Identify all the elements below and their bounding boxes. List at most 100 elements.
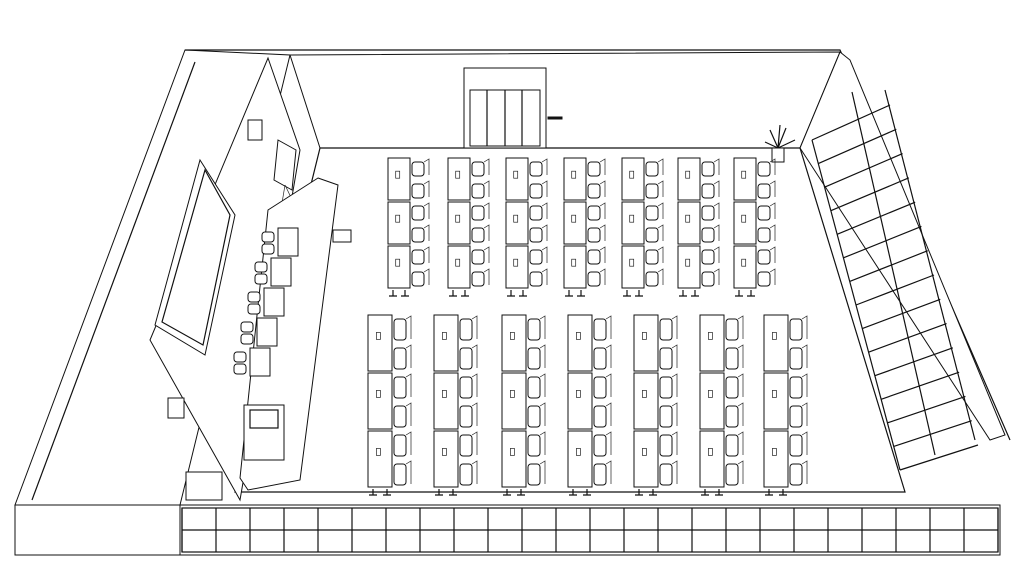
student-chair[interactable] (459, 434, 473, 457)
desk-monitor-icon[interactable] (376, 448, 381, 456)
chair-back[interactable] (605, 373, 612, 397)
student-chair[interactable] (529, 271, 543, 287)
student-chair[interactable] (527, 434, 541, 457)
chair-back[interactable] (769, 268, 776, 285)
desk-monitor-icon[interactable] (629, 170, 635, 179)
student-chair[interactable] (587, 205, 601, 221)
chair-back[interactable] (605, 315, 612, 339)
desk-legs[interactable] (565, 290, 585, 297)
chair-back[interactable] (471, 460, 478, 484)
desk-monitor-icon[interactable] (571, 214, 577, 223)
desk-monitor-icon[interactable] (629, 258, 635, 267)
chair-back[interactable] (769, 224, 776, 241)
chair-back[interactable] (539, 344, 546, 368)
student-chair[interactable] (757, 205, 771, 221)
front-chair[interactable] (254, 273, 268, 285)
student-chair[interactable] (587, 227, 601, 243)
desk-monitor-icon[interactable] (576, 332, 581, 340)
student-chair[interactable] (659, 463, 673, 486)
chair-back[interactable] (657, 268, 664, 285)
student-chair[interactable] (411, 227, 425, 243)
student-desk[interactable] (733, 157, 757, 201)
chair-back[interactable] (657, 202, 664, 219)
chair-back[interactable] (405, 315, 412, 339)
chair-back[interactable] (605, 344, 612, 368)
student-chair[interactable] (659, 376, 673, 399)
desk-monitor-icon[interactable] (442, 390, 447, 398)
student-desk[interactable] (567, 372, 593, 430)
student-chair[interactable] (459, 376, 473, 399)
student-chair[interactable] (587, 271, 601, 287)
chair-back[interactable] (737, 402, 744, 426)
student-chair[interactable] (527, 347, 541, 370)
chair-back[interactable] (483, 246, 490, 263)
chair-back[interactable] (713, 224, 720, 241)
desk-monitor-icon[interactable] (513, 258, 519, 267)
student-desk[interactable] (505, 245, 529, 289)
student-chair[interactable] (411, 161, 425, 177)
front-chair[interactable] (254, 261, 268, 273)
student-desk[interactable] (447, 245, 471, 289)
student-chair[interactable] (701, 183, 715, 199)
student-chair[interactable] (529, 183, 543, 199)
desk-monitor-icon[interactable] (455, 170, 461, 179)
student-desk[interactable] (733, 201, 757, 245)
desk-monitor-icon[interactable] (576, 390, 581, 398)
student-desk[interactable] (763, 430, 789, 488)
student-chair[interactable] (757, 249, 771, 265)
student-desk[interactable] (387, 245, 411, 289)
chair-back[interactable] (671, 373, 678, 397)
student-desk[interactable] (621, 245, 645, 289)
student-chair[interactable] (757, 161, 771, 177)
student-desk[interactable] (387, 157, 411, 201)
student-desk[interactable] (501, 372, 527, 430)
student-chair[interactable] (529, 205, 543, 221)
student-chair[interactable] (459, 347, 473, 370)
student-desk[interactable] (621, 201, 645, 245)
front-chair[interactable] (233, 351, 247, 363)
student-chair[interactable] (725, 405, 739, 428)
chair-back[interactable] (737, 344, 744, 368)
student-chair[interactable] (527, 463, 541, 486)
teacher-desk[interactable] (243, 404, 285, 461)
desk-monitor-icon[interactable] (376, 332, 381, 340)
desk-monitor-icon[interactable] (708, 390, 713, 398)
student-chair[interactable] (757, 271, 771, 287)
chair-back[interactable] (671, 431, 678, 455)
chair-back[interactable] (737, 373, 744, 397)
desk-legs[interactable] (389, 290, 409, 297)
student-chair[interactable] (593, 434, 607, 457)
student-chair[interactable] (659, 434, 673, 457)
chair-back[interactable] (599, 246, 606, 263)
chair-back[interactable] (671, 402, 678, 426)
student-chair[interactable] (393, 347, 407, 370)
student-chair[interactable] (789, 434, 803, 457)
chair-back[interactable] (713, 158, 720, 175)
desk-monitor-icon[interactable] (513, 170, 519, 179)
chair-back[interactable] (713, 268, 720, 285)
desk-monitor-icon[interactable] (395, 170, 401, 179)
chair-back[interactable] (657, 224, 664, 241)
desk-monitor-icon[interactable] (685, 170, 691, 179)
chair-back[interactable] (801, 460, 808, 484)
chair-back[interactable] (599, 224, 606, 241)
chair-back[interactable] (713, 246, 720, 263)
student-chair[interactable] (701, 271, 715, 287)
desk-monitor-icon[interactable] (442, 448, 447, 456)
front-chair[interactable] (247, 303, 261, 315)
student-desk[interactable] (433, 372, 459, 430)
chair-back[interactable] (671, 315, 678, 339)
student-desk[interactable] (567, 430, 593, 488)
student-chair[interactable] (587, 161, 601, 177)
student-chair[interactable] (593, 318, 607, 341)
chair-back[interactable] (801, 344, 808, 368)
chair-back[interactable] (769, 158, 776, 175)
chair-back[interactable] (801, 315, 808, 339)
student-chair[interactable] (725, 318, 739, 341)
chair-back[interactable] (737, 431, 744, 455)
desk-monitor-icon[interactable] (510, 332, 515, 340)
student-chair[interactable] (393, 318, 407, 341)
chair-back[interactable] (405, 460, 412, 484)
chair-back[interactable] (471, 402, 478, 426)
student-chair[interactable] (393, 376, 407, 399)
